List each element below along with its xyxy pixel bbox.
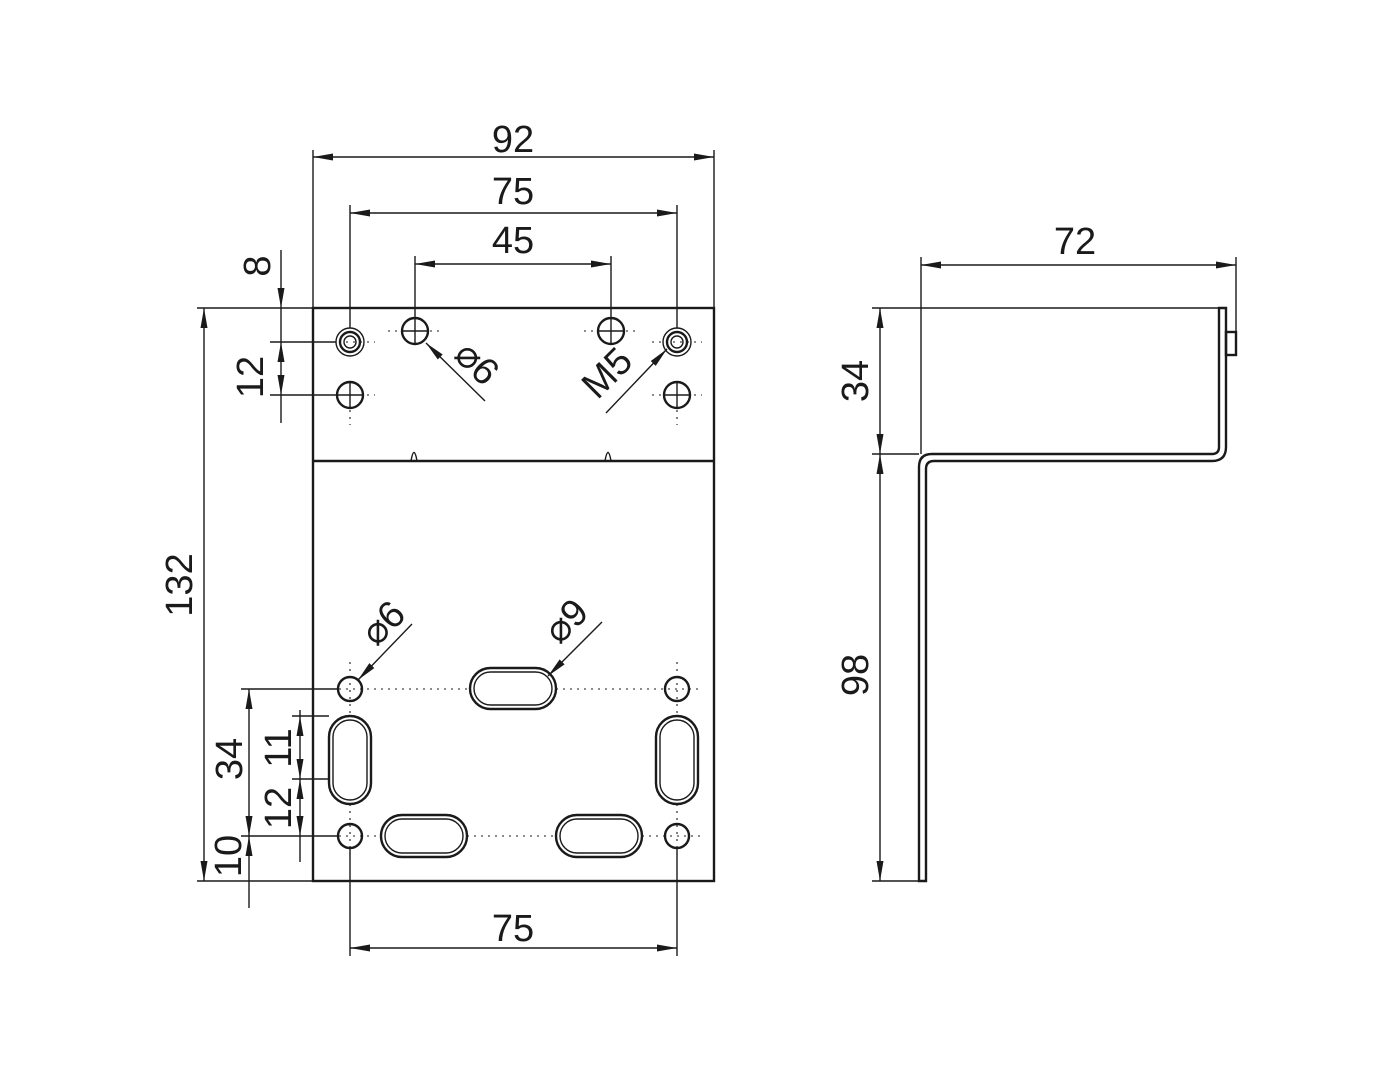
dim-34-left-label: 34 <box>209 738 251 780</box>
callout-m5-label: M5 <box>574 340 641 407</box>
dim-72-label: 72 <box>1054 221 1096 263</box>
slot-horizontal-top <box>468 666 558 711</box>
side-tab <box>1224 330 1238 357</box>
slot-vertical-left <box>327 714 373 806</box>
dim-outer-hole-spacing: 75 <box>350 171 677 217</box>
dim-top-hole-pitch: 12 <box>230 342 285 423</box>
bracket-profile <box>917 306 1228 883</box>
dim-45-label: 45 <box>492 220 534 262</box>
dim-flange-depth: 72 <box>921 221 1236 269</box>
dim-132-label: 132 <box>159 553 201 616</box>
hole-second-right <box>662 380 692 410</box>
dim-75-top-label: 75 <box>492 171 534 213</box>
front-view: 92 75 45 8 12 132 <box>159 119 716 956</box>
dim-bottom-hole-spacing: 75 <box>350 908 677 952</box>
callout-thread: M5 <box>574 340 668 414</box>
dim-bottom-offset: 10 <box>208 835 253 908</box>
dim-34-side-label: 34 <box>835 360 877 402</box>
dim-11-label: 11 <box>258 728 300 767</box>
lower-hole-pattern <box>325 662 702 860</box>
callout-slot-width: ⌀9 <box>536 591 603 677</box>
dim-slot-group-height: 34 <box>209 689 253 836</box>
dim-8-label: 8 <box>237 255 279 276</box>
dim-slot-length: 11 <box>258 710 304 779</box>
dim-92-label: 92 <box>492 119 534 161</box>
dim-75-bottom-label: 75 <box>492 908 534 950</box>
slot-horizontal-bottom-right <box>554 813 644 859</box>
callout-dia6-lower-label: ⌀6 <box>353 593 414 654</box>
dim-lower-pitch: 12 <box>258 779 304 862</box>
dim-overall-height: 132 <box>159 308 208 881</box>
hole-bottom-left <box>336 822 364 850</box>
top-hole-row <box>325 316 702 425</box>
dim-10-label: 10 <box>208 835 250 877</box>
dim-12-top-label: 12 <box>230 356 272 398</box>
callout-hole-dia-lower: ⌀6 <box>353 593 414 681</box>
dim-98-label: 98 <box>835 654 877 696</box>
plate-outline <box>311 306 716 883</box>
callout-dia6-top-label: ⌀6 <box>446 333 507 394</box>
dim-12-lower-label: 12 <box>258 787 300 829</box>
dim-overall-width: 92 <box>313 119 714 161</box>
dim-flange-height: 34 <box>835 308 884 454</box>
slot-horizontal-bottom-left <box>379 813 469 859</box>
bend-notch-left <box>410 451 418 462</box>
bend-notch-right <box>604 451 612 462</box>
dim-inner-hole-spacing: 45 <box>415 220 611 268</box>
dim-leg-height: 98 <box>835 454 884 881</box>
callout-dia9-label: ⌀9 <box>536 591 597 652</box>
callout-hole-dia-top: ⌀6 <box>425 333 507 402</box>
dim-top-offset: 8 <box>237 250 285 342</box>
slot-vertical-right <box>654 714 700 806</box>
side-view: 72 34 98 <box>835 221 1238 883</box>
